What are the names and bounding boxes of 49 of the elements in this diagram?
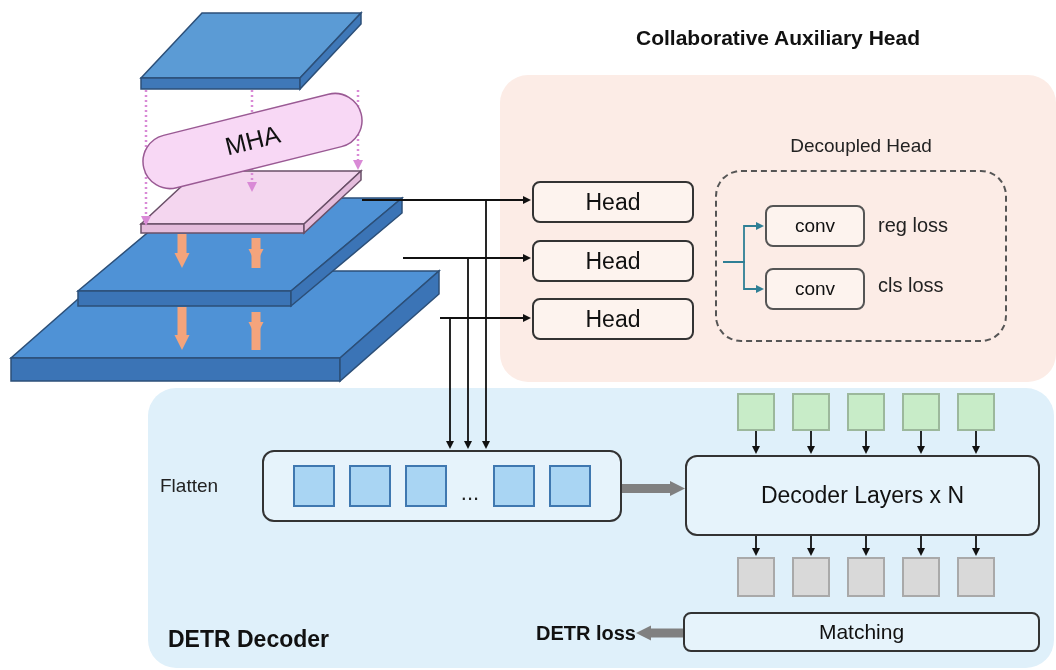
token-square bbox=[957, 393, 995, 431]
arrow bbox=[402, 257, 472, 449]
arrow bbox=[752, 430, 760, 454]
token-square bbox=[737, 393, 775, 431]
arrow bbox=[917, 535, 925, 556]
token-square bbox=[792, 393, 830, 431]
process-box: Head bbox=[532, 240, 694, 282]
arrow bbox=[972, 535, 980, 556]
token-square bbox=[792, 557, 830, 597]
process-box: Decoder Layers x N bbox=[685, 455, 1040, 536]
arrow bbox=[636, 625, 683, 641]
process-box: conv bbox=[765, 268, 865, 310]
side-label: Flatten bbox=[160, 474, 219, 498]
process-box: conv bbox=[765, 205, 865, 247]
feature-map-plate bbox=[140, 170, 362, 234]
token-square bbox=[737, 557, 775, 597]
pill-label: MHA bbox=[221, 118, 284, 163]
arrow bbox=[862, 535, 870, 556]
panel-title: DETR Decoder bbox=[168, 624, 330, 654]
token-square bbox=[902, 557, 940, 597]
arrow bbox=[439, 317, 454, 449]
side-label: reg loss bbox=[878, 213, 949, 238]
token-square bbox=[902, 393, 940, 431]
arrow bbox=[174, 233, 190, 268]
section-title: Collaborative Auxiliary Head bbox=[636, 25, 920, 51]
arrow bbox=[622, 481, 685, 496]
arrow bbox=[752, 535, 760, 556]
arrow bbox=[917, 430, 925, 454]
side-label: cls loss bbox=[878, 273, 944, 298]
feature-map-plate bbox=[140, 12, 362, 90]
arrow bbox=[353, 134, 363, 170]
process-box: Head bbox=[532, 298, 694, 340]
arrow bbox=[972, 430, 980, 454]
decoder-panel bbox=[148, 388, 1054, 668]
arrow bbox=[807, 535, 815, 556]
ellipsis-label: ... bbox=[460, 478, 480, 507]
arrow bbox=[807, 430, 815, 454]
feature-map-plate bbox=[10, 270, 440, 382]
arrow bbox=[722, 261, 764, 293]
arrow bbox=[174, 307, 190, 350]
token-square bbox=[847, 393, 885, 431]
loss-label: DETR loss bbox=[486, 616, 636, 650]
token-square bbox=[847, 557, 885, 597]
process-box: Head bbox=[532, 181, 694, 223]
section-title: Decoupled Head bbox=[790, 134, 932, 158]
token-square bbox=[957, 557, 995, 597]
token-sequence-box bbox=[262, 450, 622, 522]
process-box: Matching bbox=[683, 612, 1040, 652]
arrow bbox=[862, 430, 870, 454]
